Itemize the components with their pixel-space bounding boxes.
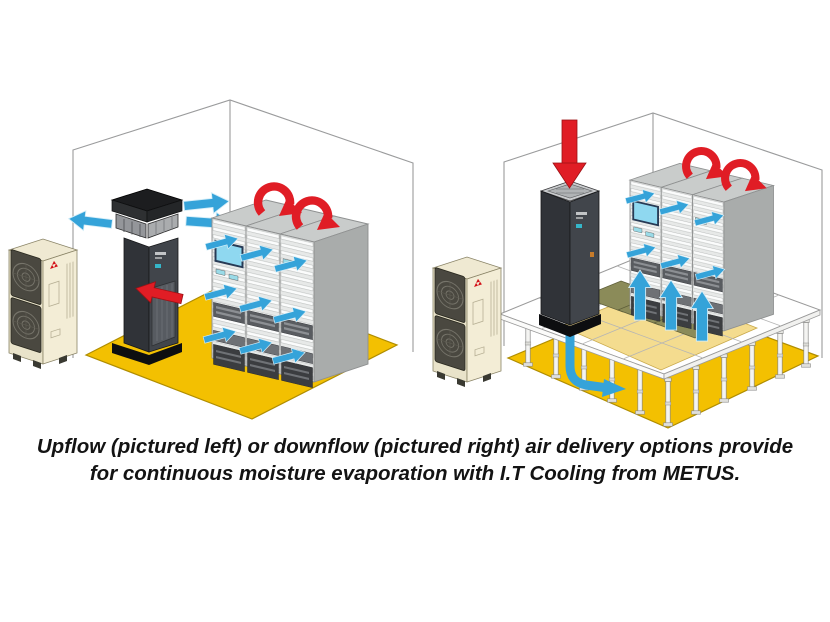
diagram-canvas xyxy=(0,99,823,429)
unit-logo-label xyxy=(576,212,587,215)
panel-upflow xyxy=(9,99,414,420)
top-intake-grille xyxy=(547,183,593,199)
cooling-unit-downflow xyxy=(539,119,601,337)
caption-line-1: Upflow (pictured left) or downflow (pict… xyxy=(36,435,794,458)
unit-logo-label xyxy=(155,252,166,255)
caption-line-2: for continuous moisture evaporation with… xyxy=(89,462,741,485)
hot-return-down-arrow xyxy=(552,119,587,189)
caption: Upflow (pictured left) or downflow (pict… xyxy=(0,433,830,487)
outdoor-unit xyxy=(9,239,77,369)
cooling-unit-upflow xyxy=(66,188,235,365)
underfloor-duct-arrow xyxy=(565,326,626,397)
outdoor-unit xyxy=(433,257,501,387)
panel-downflow xyxy=(433,112,823,429)
